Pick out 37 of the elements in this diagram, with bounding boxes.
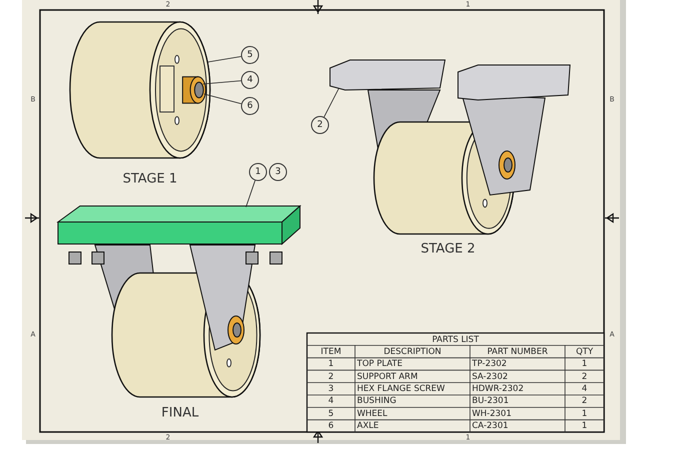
table-cell-text: 1 xyxy=(580,358,588,370)
table-cell-text: 1 xyxy=(327,358,335,370)
table-cell-text: BU-2301 xyxy=(472,395,510,408)
leader-line xyxy=(202,80,242,84)
table-cell-text: 1 xyxy=(580,420,588,432)
column-header: ITEM xyxy=(320,346,342,358)
table-cell-text: WHEEL xyxy=(357,408,388,420)
table-cell-text: 2 xyxy=(580,395,588,408)
table-cell-text: TOP PLATE xyxy=(357,358,404,370)
leader-line xyxy=(204,94,242,104)
table-cell-text: 3 xyxy=(327,382,335,395)
column-header: DESCRIPTION xyxy=(382,346,442,358)
table-cell-text: HDWR-2302 xyxy=(472,382,525,395)
table-cell-text: BUSHING xyxy=(357,395,398,408)
table-cell-text: 5 xyxy=(327,408,335,420)
table-cell-text: 4 xyxy=(580,382,588,395)
leader-line xyxy=(324,88,340,118)
view-title: FINAL xyxy=(161,406,199,420)
table-cell-text: WH-2301 xyxy=(472,408,512,420)
table-title: PARTS LIST xyxy=(431,334,480,346)
column-header: QTY xyxy=(574,346,594,358)
table-cell-text: 6 xyxy=(327,420,335,432)
table-cell-text: 2 xyxy=(580,370,588,382)
view-title: STAGE 1 xyxy=(122,172,178,186)
table-cell-text: SA-2302 xyxy=(472,370,509,382)
leader-line xyxy=(208,56,242,62)
table-cell-text: 1 xyxy=(580,408,588,420)
table-cell-text: HEX FLANGE SCREW xyxy=(357,382,446,395)
table-cell-text: TP-2302 xyxy=(472,358,508,370)
table-cell-text: 2 xyxy=(327,370,335,382)
view-title: STAGE 2 xyxy=(420,242,476,256)
table-cell-text: SUPPORT ARM xyxy=(357,370,419,382)
column-header: PART NUMBER xyxy=(486,346,549,358)
table-cell-text: AXLE xyxy=(357,420,380,432)
leader-line xyxy=(246,180,256,208)
table-cell-text: 4 xyxy=(327,395,335,408)
table-cell-text: CA-2301 xyxy=(472,420,510,432)
